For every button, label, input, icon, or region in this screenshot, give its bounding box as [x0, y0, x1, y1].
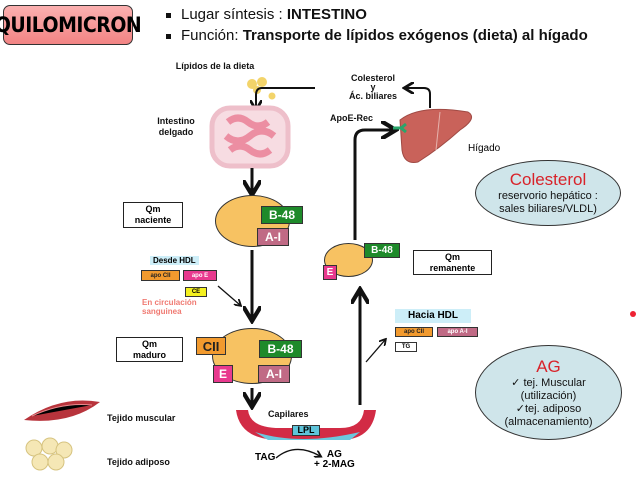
- apo-b48-tag: B-48: [259, 340, 302, 358]
- adipose-tissue-icon: [25, 437, 73, 471]
- apo-e-tag: E: [323, 265, 337, 280]
- apo-ai-tag: apo A-I: [437, 327, 478, 337]
- apo-e-tag: E: [213, 365, 233, 383]
- liver-icon: [399, 108, 473, 163]
- apoe-receptor-label: ApoE-Rec: [330, 113, 374, 123]
- ag-note: AG✓ tej. Muscular(utilización)✓tej. adip…: [475, 345, 622, 440]
- lpl-label: LPL: [292, 425, 320, 436]
- capillaries-label: Capilares: [268, 409, 309, 419]
- bullet-synthesis: Lugar síntesis : INTESTINO: [166, 6, 367, 23]
- muscle-tissue-icon: [24, 400, 100, 421]
- apo-cii-tag: apo CII: [395, 327, 433, 337]
- adipose-label: Tejido adiposo: [107, 457, 170, 467]
- apo-e-tag: apo E: [183, 270, 217, 281]
- apo-b48-tag: B-48: [261, 206, 303, 224]
- apo-cii-tag: CII: [196, 337, 226, 355]
- muscle-label: Tejido muscular: [107, 413, 176, 423]
- ag-2mag-label: AG+ 2-MAG: [314, 449, 355, 470]
- apo-cii-tag: apo CII: [141, 270, 180, 281]
- capillary-icon: [236, 410, 376, 440]
- from-hdl-label: Desde HDL: [150, 256, 199, 265]
- page-title: QUILOMICRON: [0, 5, 142, 45]
- ce-tag: CE: [185, 287, 207, 297]
- tg-tag: TG: [395, 342, 417, 352]
- to-hdl-label: Hacia HDL: [395, 309, 471, 323]
- liver-label: Hígado: [468, 143, 501, 154]
- tag-label: TAG: [255, 452, 276, 463]
- intestine-icon: [209, 105, 291, 169]
- apoe-receptor-icon: [393, 122, 407, 134]
- apo-ai-tag: A-I: [257, 228, 289, 246]
- apo-b48-tag: B-48: [364, 243, 400, 258]
- bullet-function: Función: Transporte de lípidos exógenos …: [166, 27, 588, 44]
- dietary-lipids-label: Lípidos de la dieta: [175, 61, 255, 71]
- apo-ai-tag: A-I: [258, 365, 290, 383]
